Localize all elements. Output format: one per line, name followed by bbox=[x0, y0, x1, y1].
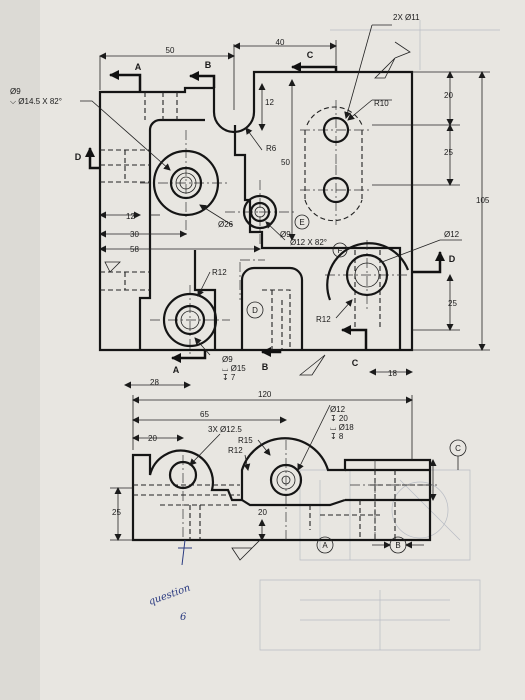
dim-d12-right: Ø12 bbox=[444, 230, 460, 239]
csk-note-center: Ø12 X 82° bbox=[290, 238, 327, 247]
countersink-hole-center bbox=[242, 194, 278, 230]
bottom-view-dimensions: 120 65 20 3X Ø12.5 R15 R12 25 20 Ø12 ↧ 2… bbox=[110, 390, 437, 541]
dim-h25: 25 bbox=[112, 508, 121, 517]
dim-20-left: 20 bbox=[148, 434, 157, 443]
section-c-top-label: C bbox=[307, 50, 314, 60]
dim-cb-d15: ⌴ Ø15 bbox=[222, 364, 246, 373]
dim-total-105: 105 bbox=[476, 196, 490, 205]
dim-r12-low: R12 bbox=[316, 315, 331, 324]
dim-top-50: 50 bbox=[166, 46, 175, 55]
dim-2x-d11: 2X Ø11 bbox=[393, 13, 420, 22]
dim-d26: Ø26 bbox=[218, 220, 234, 229]
dim-bot-18: 18 bbox=[388, 369, 397, 378]
flatness-symbol-bottom bbox=[298, 354, 326, 376]
hole-note-4: ↧ 8 bbox=[330, 432, 344, 441]
bottom-hole-center bbox=[269, 463, 303, 497]
front-view-left-step bbox=[138, 118, 205, 350]
hole-note-2: ↧ 20 bbox=[330, 414, 348, 423]
bottom-view: 120 65 20 3X Ø12.5 R15 R12 25 20 Ø12 ↧ 2… bbox=[110, 390, 467, 561]
csk-note-line1: Ø9 bbox=[10, 87, 21, 96]
dim-3x-d12-5: 3X Ø12.5 bbox=[208, 425, 242, 434]
section-cut-a-top: A bbox=[109, 62, 142, 92]
balloon-d: D bbox=[246, 301, 264, 319]
section-d-left-label: D bbox=[75, 152, 82, 162]
section-b-top-label: B bbox=[205, 60, 212, 70]
dim-bot-28: 28 bbox=[150, 378, 159, 387]
countersink-note-center: Ø9 Ø12 X 82° bbox=[265, 221, 327, 247]
boss-hole-right bbox=[326, 242, 410, 301]
balloon-f: F bbox=[332, 242, 348, 258]
flatness-symbol-bottom-view bbox=[231, 537, 263, 561]
section-cut-b-top: B bbox=[189, 60, 216, 88]
section-d-right-label: D bbox=[449, 254, 456, 264]
counterbore-hole-upper-left bbox=[152, 149, 220, 217]
dim-right-25-low: 25 bbox=[448, 299, 457, 308]
section-cut-c-top: C bbox=[291, 50, 338, 72]
front-view: D E F A B C D D bbox=[10, 13, 490, 389]
dim-top-40: 40 bbox=[276, 38, 285, 47]
dim-r6: R6 bbox=[266, 144, 277, 153]
counterbore-hole-lower-left bbox=[162, 292, 218, 348]
dim-cb-d9: Ø9 bbox=[222, 355, 233, 364]
section-cut-d-right: D bbox=[412, 251, 456, 274]
dim-left-12: 12 bbox=[126, 212, 135, 221]
handwritten-number: 6 bbox=[180, 612, 187, 623]
dim-12-top: 12 bbox=[265, 98, 274, 107]
dim-20-low: 20 bbox=[258, 508, 267, 517]
section-a-bottom-label: A bbox=[173, 365, 180, 375]
datum-balloon-b: B bbox=[372, 536, 424, 554]
balloon-e-label: E bbox=[299, 218, 304, 227]
csk-note-prefix: Ø9 bbox=[280, 230, 291, 239]
csk-note-line2: ⌵ Ø14.5 X 82° bbox=[10, 97, 62, 106]
dim-65: 65 bbox=[200, 410, 209, 419]
dim-right-20: 20 bbox=[444, 91, 453, 100]
dim-right-25: 25 bbox=[444, 148, 453, 157]
hole-note-3: ⌴ Ø18 bbox=[330, 423, 354, 432]
dim-r15: R15 bbox=[238, 436, 253, 445]
section-cut-b-bottom: B bbox=[261, 347, 282, 372]
front-view-dimensions: 50 40 12 R10 20 25 105 25 R6 bbox=[99, 13, 490, 389]
datum-a-label: A bbox=[322, 541, 328, 550]
section-cut-d-left: D bbox=[75, 147, 100, 170]
datum-b-label: B bbox=[395, 541, 400, 550]
balloon-d-label: D bbox=[252, 306, 258, 315]
front-view-staircase bbox=[233, 125, 402, 350]
dim-cb-depth7: ↧ 7 bbox=[222, 373, 236, 382]
balloon-f-label: F bbox=[338, 246, 343, 255]
section-b-bottom-label: B bbox=[262, 362, 269, 372]
dim-v50: 50 bbox=[281, 158, 290, 167]
section-cut-c-bottom: C bbox=[341, 325, 368, 368]
flatness-symbol-left bbox=[104, 261, 121, 273]
dim-left-30: 30 bbox=[130, 230, 139, 239]
datum-balloon-c: C bbox=[449, 439, 467, 470]
dim-r12: R12 bbox=[228, 446, 243, 455]
bottom-hole-left bbox=[168, 460, 198, 490]
section-a-top-label: A bbox=[135, 62, 142, 72]
bottom-view-outline bbox=[131, 437, 432, 542]
datum-balloon-a: A bbox=[316, 536, 334, 554]
dim-total-120: 120 bbox=[258, 390, 272, 399]
slot-holes-right bbox=[322, 116, 350, 204]
flatness-symbol-top bbox=[374, 41, 411, 79]
dim-r12-mid: R12 bbox=[212, 268, 227, 277]
page-gutter bbox=[0, 0, 40, 700]
countersink-note-upper: Ø9 ⌵ Ø14.5 X 82° bbox=[10, 87, 171, 171]
section-c-bottom-label: C bbox=[352, 358, 359, 368]
front-view-pocket bbox=[240, 266, 304, 350]
hole-note-1: Ø12 bbox=[330, 405, 346, 414]
dim-r10: R10 bbox=[374, 99, 389, 108]
datum-c-label: C bbox=[455, 444, 461, 453]
dim-left-58: 58 bbox=[130, 245, 139, 254]
section-cut-a-bottom: A bbox=[171, 350, 207, 375]
